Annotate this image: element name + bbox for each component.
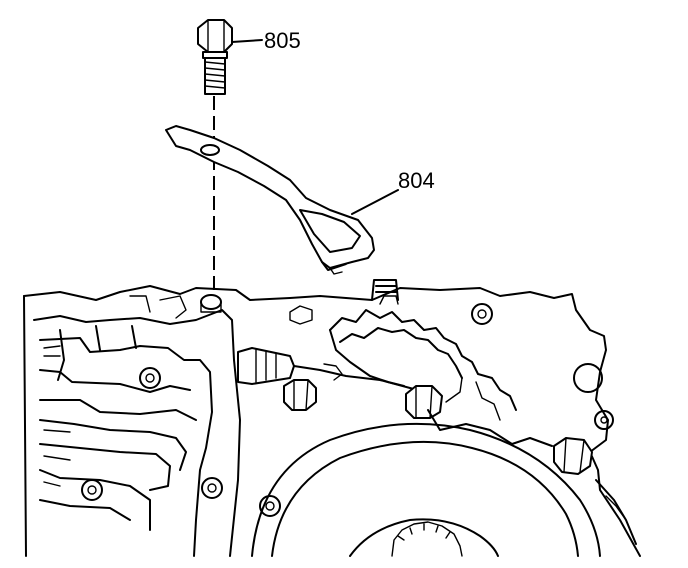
callout-805: 805 (264, 28, 301, 53)
leader-805 (231, 39, 263, 43)
callout-804: 804 (398, 168, 435, 193)
leader-804 (351, 189, 399, 215)
toothed-plate (329, 309, 517, 421)
bracket-804 (165, 125, 375, 275)
transmission-housing (23, 279, 641, 557)
speed-sensor (237, 347, 441, 397)
bolt-805 (197, 19, 233, 95)
converter-housing (251, 409, 637, 557)
housing-bolts (283, 379, 593, 475)
